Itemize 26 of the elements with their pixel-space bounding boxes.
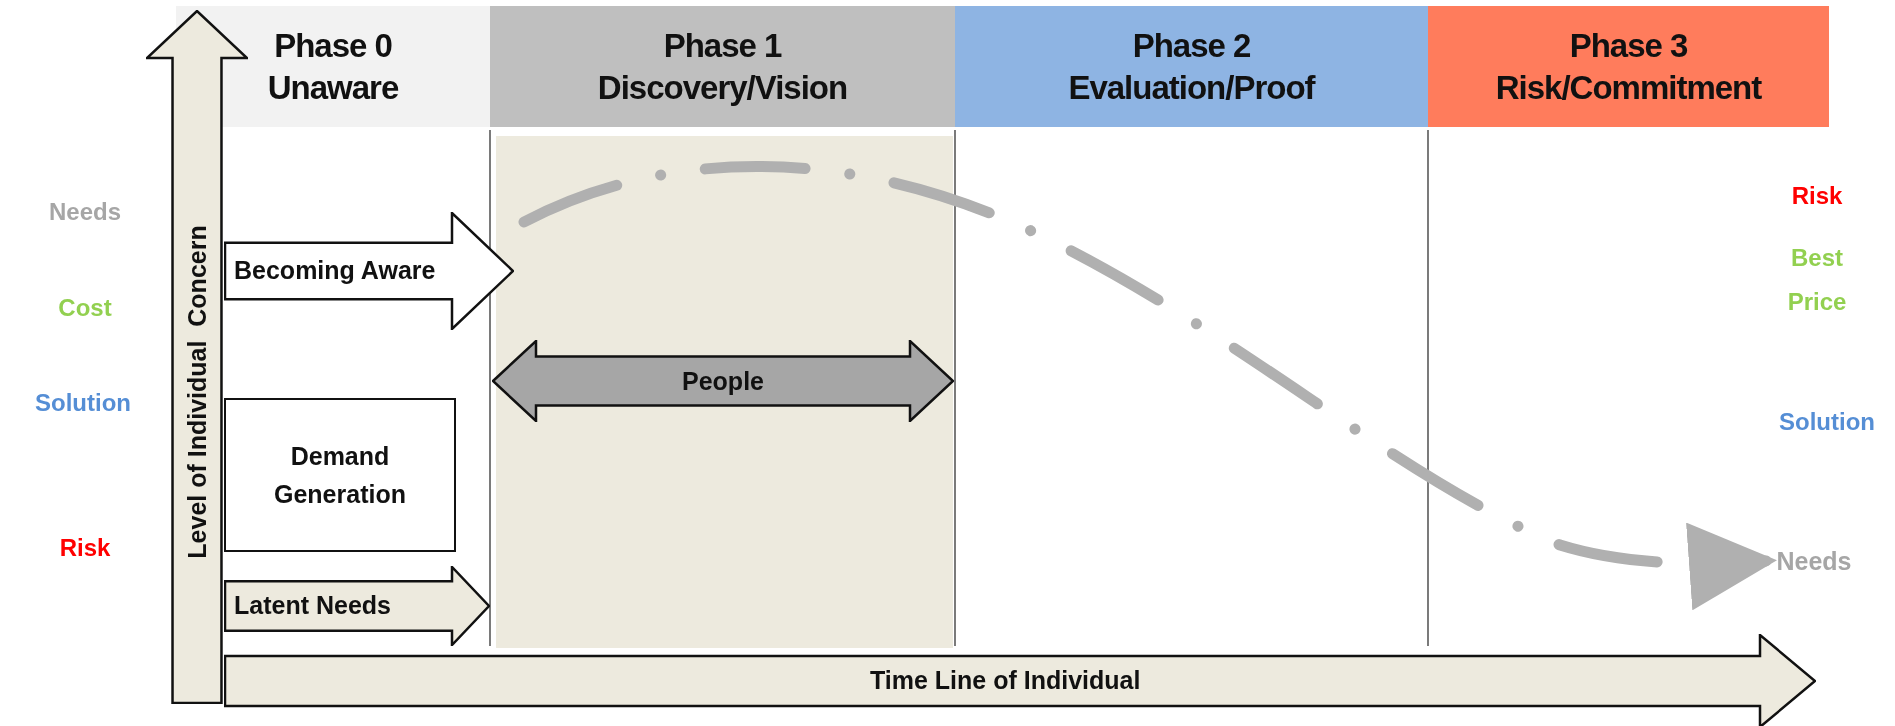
arrow-label: Becoming Aware <box>234 256 436 285</box>
phase-header <box>490 6 955 127</box>
phase-number: Phase 3 <box>1569 25 1688 66</box>
scale-label: Cost <box>57 293 113 323</box>
scale-label: Solution <box>34 388 132 418</box>
phase-number: Phase 0 <box>274 25 392 66</box>
arrow-label: Time Line of Individual <box>870 666 1141 695</box>
process-box: Demand Generation <box>224 398 456 552</box>
phase-name: Evaluation/Proof <box>1068 67 1315 108</box>
scale-label: Solution <box>1778 407 1876 437</box>
phase-number: Phase 2 <box>1132 25 1251 66</box>
phase-number: Phase 1 <box>663 25 782 66</box>
scale-label: Needs <box>47 197 122 227</box>
arrow-label: Latent Needs <box>234 591 391 620</box>
scale-label: Risk <box>1790 181 1844 211</box>
scale-label: Needs <box>1770 543 1858 579</box>
phase-name: Discovery/Vision <box>597 67 848 108</box>
phase-name: Unaware <box>267 67 399 108</box>
arrow-label: Level of Individual Concern <box>182 225 212 559</box>
arrow-label: People <box>682 366 764 396</box>
scale-label: Best Price <box>1786 243 1848 317</box>
curved-arrow <box>518 161 1777 610</box>
phase-header <box>1428 6 1829 127</box>
phase-header <box>955 6 1428 127</box>
scale-label: Risk <box>58 533 112 563</box>
phase-name: Risk/Commitment <box>1495 67 1762 108</box>
